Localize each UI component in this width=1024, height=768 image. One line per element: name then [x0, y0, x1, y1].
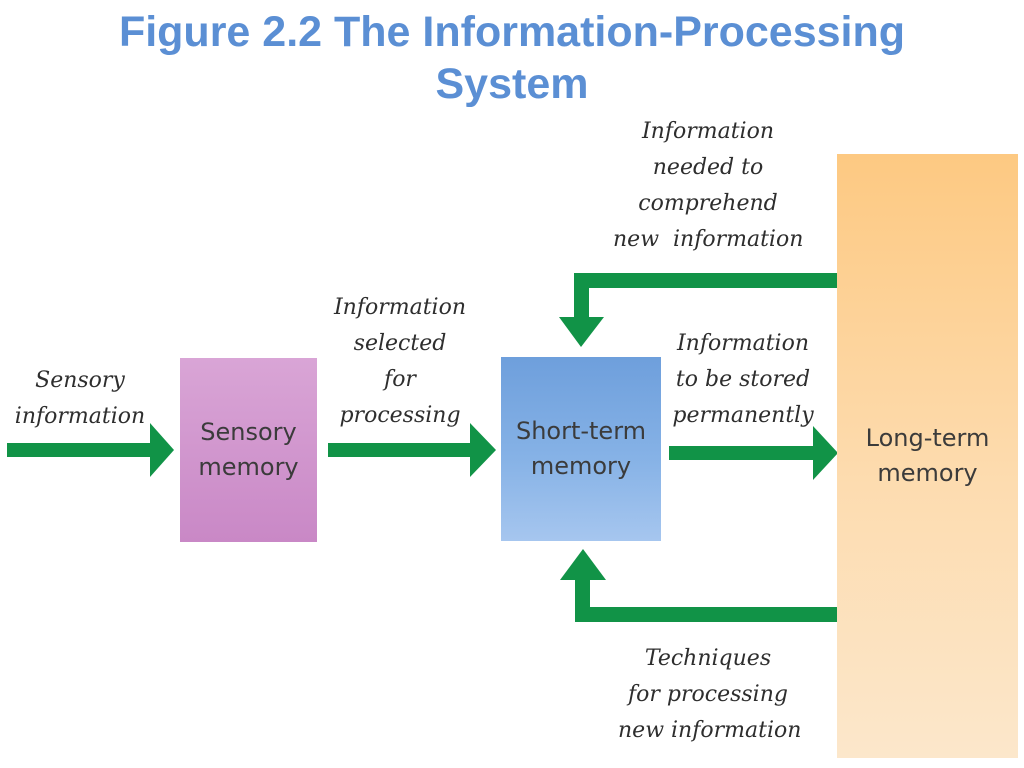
short-term-memory-label-line-2: memory	[530, 452, 632, 480]
long-term-memory-box: Long-term memory	[837, 154, 1018, 758]
label-selected-line-1: Information	[333, 295, 467, 320]
arrow-to-long-term	[669, 426, 838, 480]
label-techniques-line-1: Techniques	[644, 646, 772, 671]
label-techniques-line-3: new information	[618, 718, 802, 743]
label-selected-line-3: for	[384, 367, 416, 392]
long-term-memory-label-line-1: Long-term	[865, 424, 990, 452]
arrow-sensory-input	[7, 423, 174, 477]
label-selected-line-2: selected	[353, 331, 447, 356]
label-needed-line-3: comprehend	[638, 191, 778, 216]
sensory-memory-label-line-1: Sensory	[200, 418, 297, 446]
slide-title-line-2: System	[435, 60, 589, 108]
label-needed-line-4: new information	[613, 227, 804, 252]
label-selected-for-processing: Information selected for processing	[325, 290, 475, 434]
label-techniques-for-processing: Techniques for processing new informatio…	[618, 641, 802, 749]
long-term-memory-label-line-2: memory	[877, 459, 978, 487]
label-sensory-information-line-2: information	[14, 404, 146, 429]
label-stored-line-2: to be stored	[675, 367, 811, 392]
label-sensory-information: Sensory information	[10, 363, 150, 435]
label-needed-line-2: needed to	[652, 155, 764, 180]
arrow-to-short-term	[328, 423, 496, 477]
label-sensory-information-line-1: Sensory	[35, 368, 125, 393]
label-to-be-stored-permanently: Information to be stored permanently	[668, 326, 818, 434]
label-stored-line-3: permanently	[672, 403, 814, 428]
label-techniques-line-2: for processing	[628, 682, 788, 707]
short-term-memory-label-line-1: Short-term	[515, 417, 647, 445]
label-stored-line-1: Information	[676, 331, 810, 356]
sensory-memory-label-line-2: memory	[198, 453, 299, 481]
short-term-memory-box: Short-term memory	[501, 357, 661, 541]
arrow-feedback-top	[559, 273, 838, 347]
label-needed-to-comprehend: Information needed to comprehend new inf…	[613, 114, 803, 258]
arrow-feedback-bottom	[560, 549, 838, 622]
slide-title-line-1: Figure 2.2 The Information-Processing	[118, 8, 906, 56]
label-selected-line-4: processing	[339, 403, 461, 428]
label-needed-line-1: Information	[641, 119, 775, 144]
sensory-memory-box: Sensory memory	[180, 358, 317, 542]
slide-title: Figure 2.2 The Information-Processing Sy…	[40, 6, 984, 110]
